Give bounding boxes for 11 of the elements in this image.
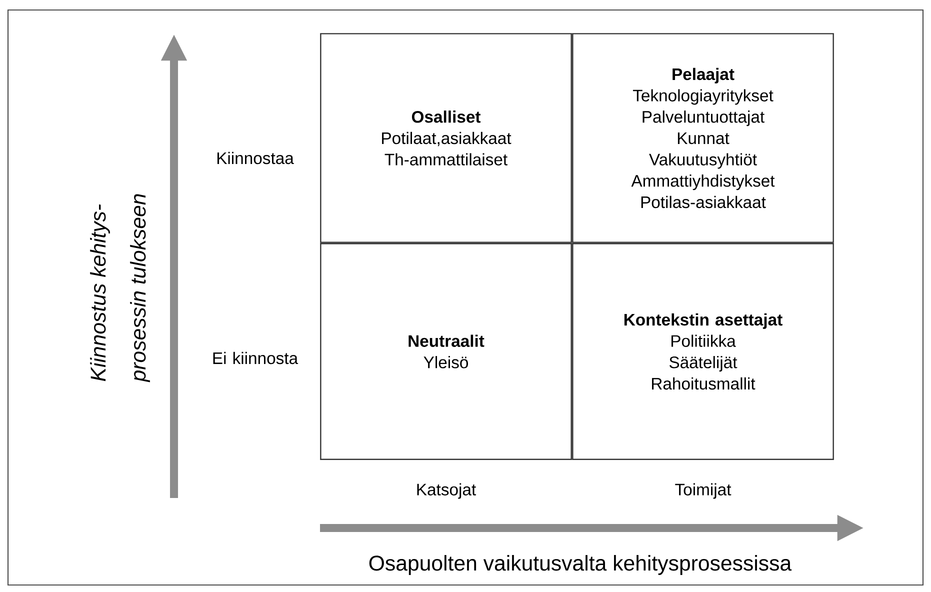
axis-label: prosessin tulokseen — [130, 194, 150, 382]
column-label: Toimijat — [675, 483, 732, 499]
column-label: Katsojat — [417, 483, 476, 499]
quadrant-box: Kontekstin asettajat Politiikka Säätelijät Rahoitusmallit — [572, 243, 834, 460]
quadrant-box: Neutraalit Yleisö — [320, 243, 572, 460]
quadrant-box: Osalliset Potilaat,asiakkaat Th-ammattilaiset — [320, 33, 572, 243]
axis-label: Osapuolten vaikutusvalta kehitysprosessissa — [369, 555, 792, 575]
axis-label: Kiinnostus kehitys- — [90, 204, 110, 382]
row-label: Ei kiinnosta — [213, 352, 298, 364]
row-label: Kiinnostaa — [217, 152, 294, 164]
quadrant-box: Pelaajat Teknologiayritykset Palveluntuottajat Kunnat Vakuutusyhtiöt Ammattiyhdistykset Potilas-asiakkaat — [572, 33, 834, 243]
